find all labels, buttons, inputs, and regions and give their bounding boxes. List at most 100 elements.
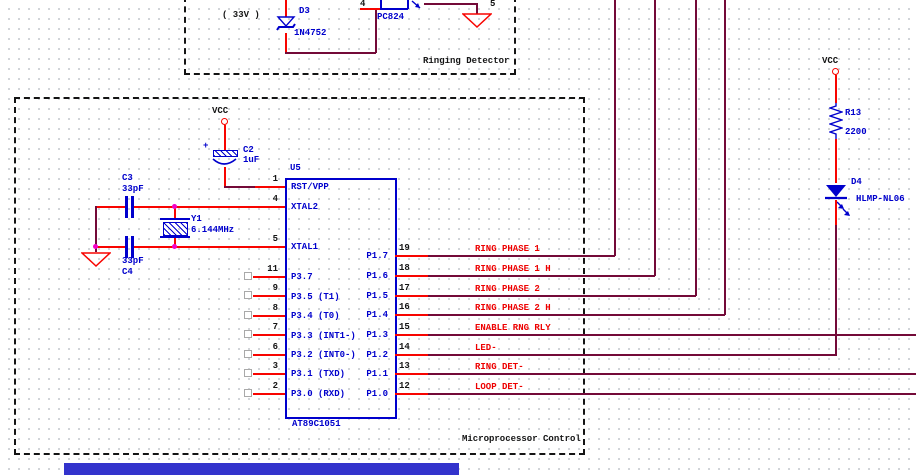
resistor-icon[interactable] (829, 103, 843, 139)
wire-opto-pin5[interactable] (424, 3, 477, 5)
wire-vcc-to-r13[interactable] (835, 75, 837, 103)
wire-r13-to-d4[interactable] (835, 139, 837, 183)
ringing-detector-box[interactable] (184, 0, 516, 75)
y1-refdes[interactable]: Y1 (191, 214, 202, 224)
wire-enablerngrly-h[interactable] (428, 334, 916, 336)
stub-p17[interactable] (395, 255, 428, 257)
c2-refdes[interactable]: C2 (243, 145, 254, 155)
wire-d4-to-lednet[interactable] (835, 225, 837, 356)
wire-d3-top[interactable] (285, 0, 287, 17)
zener-diode-icon[interactable] (274, 16, 298, 34)
wire-xtal1-left[interactable] (95, 246, 125, 248)
wire-rst-stub[interactable] (255, 186, 285, 188)
net-label-enable-rng-rly[interactable]: ENABLE RNG RLY (475, 323, 551, 333)
stub-p10[interactable] (395, 393, 428, 395)
mcu-vcc-label[interactable]: VCC (212, 106, 229, 116)
c4-refdes[interactable]: C4 (122, 267, 133, 277)
y1-value[interactable]: 6.144MHz (191, 225, 235, 235)
net-label-led[interactable]: LED- (475, 343, 497, 353)
led-vcc-label[interactable]: VCC (822, 56, 839, 66)
wire-ringphase2h-h[interactable] (428, 314, 725, 316)
wire-opto-pin4-stub[interactable] (360, 8, 380, 10)
net-label-ring-phase-2h[interactable]: RING PHASE 2 H (475, 303, 551, 313)
led-icon[interactable] (820, 182, 860, 224)
capacitor-c2-arc-icon[interactable] (211, 158, 238, 169)
c4-value[interactable]: 33pF (122, 256, 144, 266)
wire-c2-down[interactable] (224, 167, 226, 187)
stub-p31[interactable] (253, 373, 285, 375)
wire-ringphase2h-v[interactable] (724, 0, 726, 315)
wire-ringphase2-h[interactable] (428, 295, 696, 297)
d3-value[interactable]: 1N4752 (294, 28, 327, 38)
ringing-detector-title[interactable]: Ringing Detector (423, 56, 510, 66)
wire-d3-to-opto-h[interactable] (285, 52, 376, 54)
c3-value[interactable]: 33pF (122, 184, 144, 194)
net-label-loop-det[interactable]: LOOP DET- (475, 382, 524, 392)
r13-refdes[interactable]: R13 (845, 108, 862, 118)
capacitor-c2-icon[interactable] (213, 150, 238, 157)
stub-p32[interactable] (253, 354, 285, 356)
wire-c2-to-rst[interactable] (224, 186, 255, 188)
microprocessor-title[interactable]: Microprocessor Control (462, 434, 581, 444)
opto-refdes[interactable]: PC824 (377, 12, 405, 22)
d4-refdes[interactable]: D4 (851, 177, 862, 187)
capacitor-c4-icon[interactable] (125, 236, 128, 258)
wire-xtal2-right[interactable] (134, 206, 285, 208)
zener-voltage-note[interactable]: ( 33V ) (222, 10, 260, 20)
wire-ringdet-h[interactable] (428, 373, 916, 375)
u5-chip-body[interactable] (285, 178, 397, 419)
r13-value[interactable]: 2200 (845, 127, 867, 137)
c3-refdes[interactable]: C3 (122, 173, 133, 183)
stub-p13[interactable] (395, 334, 428, 336)
stub-p37[interactable] (253, 276, 285, 278)
wire-pin5-down[interactable] (476, 3, 478, 14)
wire-ringphase1h-v[interactable] (654, 0, 656, 276)
wire-vcc-to-c2[interactable] (224, 125, 226, 150)
d4-value[interactable]: HLMP-NL06 (856, 194, 905, 204)
ground-icon-2[interactable] (81, 252, 111, 268)
wire-ringphase1h-h[interactable] (428, 275, 655, 277)
wire-ringphase1-v[interactable] (614, 0, 616, 256)
wire-loopdet-h[interactable] (428, 393, 916, 395)
ground-icon[interactable] (462, 13, 492, 29)
stub-p33[interactable] (253, 334, 285, 336)
wire-d3-to-opto-v[interactable] (375, 9, 377, 53)
wire-d4-cathode[interactable] (835, 200, 837, 225)
capacitor-c4-icon2[interactable] (131, 236, 134, 258)
wire-ringphase2-v[interactable] (695, 0, 697, 296)
net-label-ring-phase-2[interactable]: RING PHASE 2 (475, 284, 540, 294)
stub-p12[interactable] (395, 354, 428, 356)
wire-xtal1-right[interactable] (134, 246, 285, 248)
crystal-y1-icon[interactable] (163, 222, 188, 236)
wire-y1-bottom[interactable] (174, 238, 176, 247)
wire-xtal-left-v[interactable] (95, 206, 97, 252)
wire-led-h[interactable] (428, 354, 837, 356)
stub-p15[interactable] (395, 295, 428, 297)
stub-p16[interactable] (395, 275, 428, 277)
horizontal-scrollbar-thumb[interactable] (64, 463, 459, 475)
wire-d3-bottom[interactable] (285, 33, 287, 53)
wire-ringphase1-h[interactable] (428, 255, 615, 257)
u5-part-number[interactable]: AT89C1051 (292, 419, 341, 429)
net-label-ring-det[interactable]: RING DET- (475, 362, 524, 372)
wire-y1-top[interactable] (174, 206, 176, 219)
u5-refdes[interactable]: U5 (290, 163, 301, 173)
crystal-plate-bottom[interactable] (160, 236, 190, 238)
opto-outline-bottom[interactable] (380, 8, 408, 10)
d3-refdes[interactable]: D3 (299, 6, 310, 16)
stub-p34[interactable] (253, 315, 285, 317)
stub-p11[interactable] (395, 373, 428, 375)
c2-value[interactable]: 1uF (243, 155, 260, 165)
stub-p30[interactable] (253, 393, 285, 395)
opto-outline-left[interactable] (380, 0, 382, 9)
capacitor-c3-icon2[interactable] (131, 196, 134, 218)
capacitor-c3-icon[interactable] (125, 196, 128, 218)
wire-xtal2-left[interactable] (95, 206, 125, 208)
stub-p35[interactable] (253, 295, 285, 297)
led-vcc-icon[interactable] (832, 68, 839, 75)
opto-transistor-icon[interactable] (410, 0, 426, 10)
stub-p14[interactable] (395, 314, 428, 316)
opto-outline-right[interactable] (407, 0, 409, 9)
net-label-ring-phase-1[interactable]: RING PHASE 1 (475, 244, 540, 254)
crystal-plate-top[interactable] (160, 218, 190, 220)
